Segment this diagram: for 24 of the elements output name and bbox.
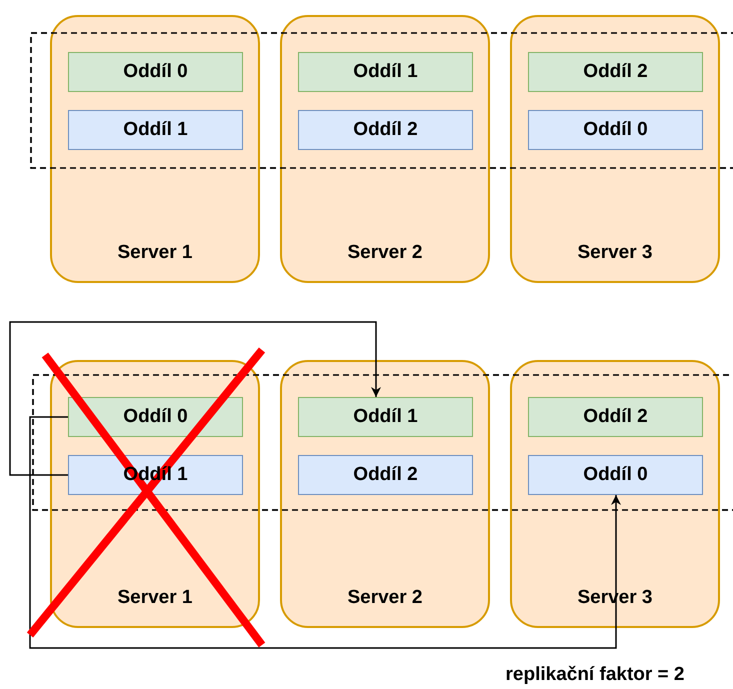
partition-box: Oddíl 1 [298,52,473,92]
server-box [510,15,720,283]
partition-box: Oddíl 2 [528,52,703,92]
arrow [9,321,381,476]
server-box [510,360,720,628]
partition-box: Oddíl 2 [298,455,473,495]
server-box [280,360,490,628]
server-box [50,360,260,628]
server-label: Server 1 [116,242,194,264]
note-text: replikační faktor = 2 [504,664,686,686]
server-box [280,15,490,283]
server-label: Server 2 [346,242,424,264]
server-label: Server 3 [576,242,654,264]
arrow [29,416,621,649]
partition-box: Oddíl 1 [68,110,243,150]
server-label: Server 2 [346,587,424,609]
partition-box: Oddíl 0 [528,110,703,150]
partition-box: Oddíl 1 [298,397,473,437]
server-label: Server 1 [116,587,194,609]
partition-box: Oddíl 2 [298,110,473,150]
server-box [50,15,260,283]
partition-box: Oddíl 0 [528,455,703,495]
partition-box: Oddíl 2 [528,397,703,437]
partition-box: Oddíl 0 [68,52,243,92]
